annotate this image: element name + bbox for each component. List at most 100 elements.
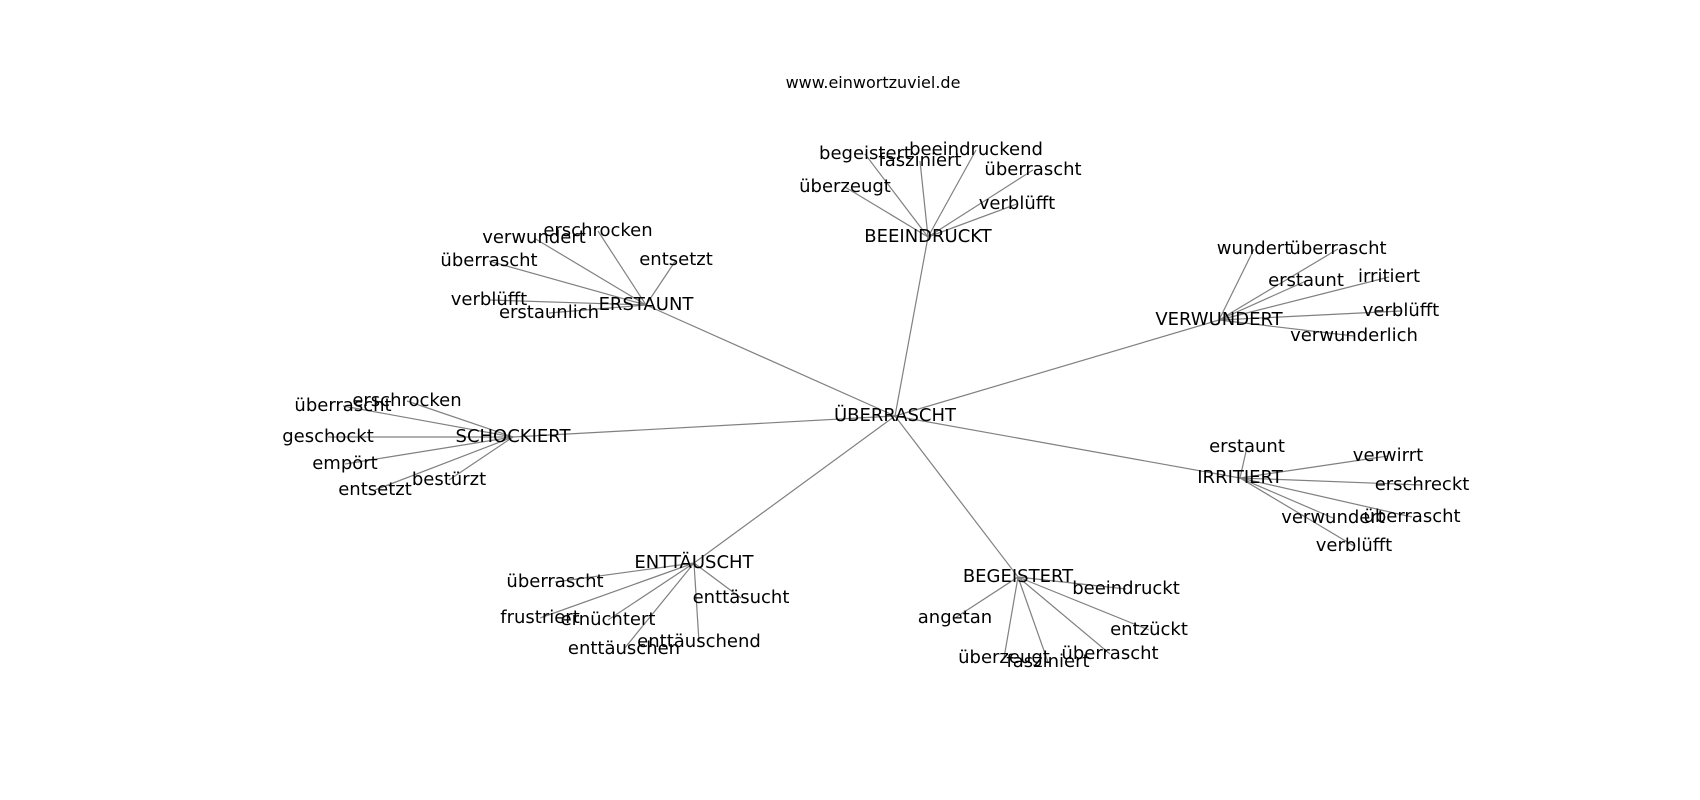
leaf-node-label: verwunderlich xyxy=(1290,325,1418,346)
edge-hub-4-leaf-0 xyxy=(1239,446,1248,479)
leaf-node-label: fasziniert xyxy=(1006,651,1089,672)
leaf-node-label: entsetzt xyxy=(338,479,412,500)
leaf-node-label: empört xyxy=(312,453,378,474)
hub-node-label: BEEINDRUCKT xyxy=(864,226,992,247)
leaf-node-label: entzückt xyxy=(1110,619,1188,640)
edge-hub-1-leaf-3 xyxy=(488,260,647,306)
hub-node-label: VERWUNDERT xyxy=(1155,309,1283,330)
leaf-node-label: erstaunt xyxy=(1268,270,1344,291)
edge-hub-5-leaf-1 xyxy=(693,562,742,599)
edge-hub-6-leaf-1 xyxy=(954,576,1019,619)
leaf-node-label: fasziniert xyxy=(878,150,961,171)
leaf-node-label: erschreckt xyxy=(1375,474,1470,495)
labels: ÜBERRASCHTBEEINDRUCKTbegeistertbeeindruc… xyxy=(282,139,1469,672)
edge-hub-2-leaf-5 xyxy=(1218,319,1355,337)
edge-hub-6-leaf-5 xyxy=(1017,576,1049,663)
edge-hub-2-leaf-0 xyxy=(1218,248,1255,321)
center-node-label: ÜBERRASCHT xyxy=(834,404,957,426)
edge-hub-0-leaf-4 xyxy=(844,186,929,238)
leaf-node-label: beeindruckend xyxy=(909,139,1043,160)
edge-hub-6-leaf-3 xyxy=(1017,576,1111,655)
edge-hub-4-leaf-2 xyxy=(1239,477,1423,486)
leaf-node-label: überrascht xyxy=(1363,506,1460,527)
leaf-node-label: überrascht xyxy=(984,159,1081,180)
edge-hub-0-leaf-3 xyxy=(927,169,1034,238)
edges xyxy=(328,149,1423,663)
leaf-node-label: erstaunlich xyxy=(499,302,599,323)
leaf-node-label: angetan xyxy=(918,607,992,628)
edge-hub-6-leaf-2 xyxy=(1017,576,1150,631)
edge-hub-2-leaf-2 xyxy=(1218,280,1307,321)
hub-node-label: ERSTAUNT xyxy=(599,294,695,315)
edge-hub-5-leaf-5 xyxy=(623,562,695,650)
leaf-node-label: überrascht xyxy=(440,250,537,271)
edge-center-hub-2 xyxy=(894,319,1220,417)
leaf-node-label: geschockt xyxy=(282,426,374,447)
edge-hub-2-leaf-3 xyxy=(1218,276,1390,321)
edge-hub-3-leaf-1 xyxy=(342,405,514,438)
edge-hub-3-leaf-0 xyxy=(406,400,514,438)
edge-hub-1-leaf-0 xyxy=(533,237,647,306)
edge-hub-5-leaf-3 xyxy=(607,562,695,621)
edge-hub-0-leaf-2 xyxy=(919,160,929,238)
leaf-node-label: wundert xyxy=(1217,238,1292,259)
hub-node-label: ENTTÄUSCHT xyxy=(634,552,754,573)
leaf-node-label: erstaunt xyxy=(1209,436,1285,457)
leaf-node-label: ernüchtert xyxy=(561,609,656,630)
leaf-node-label: verblüfft xyxy=(1363,300,1439,321)
edge-hub-0-leaf-1 xyxy=(927,149,977,238)
edge-hub-5-leaf-0 xyxy=(554,562,695,583)
leaf-node-label: enttäuschen xyxy=(568,638,680,659)
leaf-node-label: überrascht xyxy=(1289,238,1386,259)
leaf-node-label: verblüfft xyxy=(1316,535,1392,556)
leaf-node-label: verwundert xyxy=(482,227,586,248)
leaf-node-label: verblüfft xyxy=(979,193,1055,214)
edge-center-hub-5 xyxy=(693,415,896,564)
edge-hub-4-leaf-4 xyxy=(1239,477,1413,518)
edge-hub-4-leaf-5 xyxy=(1239,477,1355,547)
edge-hub-0-leaf-0 xyxy=(864,153,929,238)
leaf-node-label: erschrocken xyxy=(352,390,461,411)
leaf-node-label: überrascht xyxy=(1061,643,1158,664)
leaf-node-label: erschrocken xyxy=(543,220,652,241)
edge-center-hub-1 xyxy=(645,304,896,417)
leaf-node-label: irritiert xyxy=(1358,266,1420,287)
leaf-node-label: beeindruckt xyxy=(1072,578,1180,599)
edge-hub-6-leaf-0 xyxy=(1017,576,1127,590)
leaf-node-label: verblüfft xyxy=(451,289,527,310)
edge-hub-5-leaf-2 xyxy=(539,562,695,619)
edge-hub-5-leaf-4 xyxy=(693,562,700,643)
leaf-node-label: entsetzt xyxy=(639,249,713,270)
leaf-node-label: frustriert xyxy=(500,607,580,628)
edge-center-hub-4 xyxy=(894,415,1241,479)
edge-hub-1-leaf-1 xyxy=(597,230,647,306)
edge-center-hub-0 xyxy=(894,236,929,417)
source-url: www.einwortzuviel.de xyxy=(786,73,961,92)
edge-hub-0-leaf-5 xyxy=(927,203,1018,238)
leaf-node-label: bestürzt xyxy=(412,469,486,490)
edge-hub-1-leaf-5 xyxy=(548,304,647,314)
leaf-node-label: enttäuschend xyxy=(637,631,761,652)
leaf-node-label: überzeugt xyxy=(799,176,891,197)
edge-hub-4-leaf-1 xyxy=(1239,455,1389,479)
edge-hub-1-leaf-4 xyxy=(488,299,647,306)
edge-hub-6-leaf-4 xyxy=(1003,576,1019,659)
edge-hub-2-leaf-4 xyxy=(1218,310,1402,321)
edge-center-hub-3 xyxy=(512,415,896,438)
edge-hub-4-leaf-3 xyxy=(1239,477,1334,519)
edge-center-hub-6 xyxy=(894,415,1019,578)
leaf-node-label: überrascht xyxy=(294,395,391,416)
leaf-node-label: begeistert xyxy=(819,143,911,164)
hub-node-label: IRRITIERT xyxy=(1197,467,1284,488)
hub-node-label: BEGEISTERT xyxy=(963,566,1074,587)
edge-hub-3-leaf-5 xyxy=(374,436,514,491)
hub-node-label: SCHOCKIERT xyxy=(456,426,572,447)
leaf-node-label: überzeugt xyxy=(958,647,1050,668)
leaf-node-label: überrascht xyxy=(506,571,603,592)
edge-hub-3-leaf-3 xyxy=(344,436,514,465)
leaf-node-label: verwirrt xyxy=(1353,445,1423,466)
edge-hub-1-leaf-2 xyxy=(645,259,677,306)
edge-hub-2-leaf-1 xyxy=(1218,248,1339,321)
edge-hub-3-leaf-4 xyxy=(448,436,514,481)
